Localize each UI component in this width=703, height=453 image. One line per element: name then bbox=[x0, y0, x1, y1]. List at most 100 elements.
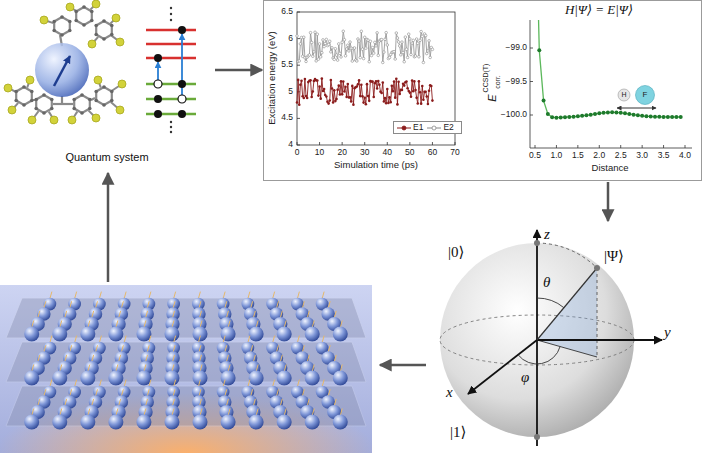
spin bbox=[44, 345, 46, 352]
spin bbox=[280, 355, 282, 362]
curve-marker bbox=[670, 115, 674, 119]
series-marker bbox=[405, 48, 408, 51]
curve-marker bbox=[619, 111, 623, 115]
carbon-atom bbox=[90, 10, 94, 14]
spin bbox=[173, 389, 175, 396]
spin bbox=[173, 355, 175, 362]
series-marker bbox=[398, 93, 401, 96]
spin bbox=[96, 389, 98, 396]
excitation-arrow bbox=[157, 62, 159, 80]
series-marker bbox=[397, 81, 400, 84]
tick-label: 20 bbox=[337, 148, 346, 157]
series-marker bbox=[341, 93, 344, 96]
curve-group bbox=[533, 20, 683, 120]
series-marker bbox=[334, 47, 337, 50]
series-marker bbox=[302, 97, 305, 100]
spin bbox=[312, 321, 314, 328]
spin bbox=[248, 292, 250, 299]
tick-label: −99.0 bbox=[505, 43, 527, 52]
spin bbox=[50, 336, 52, 343]
aromatic-ring bbox=[96, 21, 112, 39]
spin bbox=[116, 365, 118, 372]
angle-label: θ bbox=[543, 274, 550, 291]
series-marker bbox=[370, 54, 373, 57]
series-marker bbox=[428, 40, 431, 43]
tick bbox=[620, 145, 621, 148]
projection-line bbox=[537, 340, 597, 357]
axis-superscript: CCSD(T) bbox=[482, 64, 490, 93]
series-marker bbox=[431, 48, 434, 51]
carbon-atom bbox=[110, 33, 114, 37]
spin bbox=[307, 311, 309, 318]
series-marker bbox=[394, 96, 397, 99]
series-marker bbox=[404, 36, 407, 39]
aromatic-ring bbox=[36, 95, 52, 113]
series-marker bbox=[400, 54, 403, 57]
series-marker bbox=[322, 39, 325, 42]
aromatic-ring bbox=[16, 87, 32, 105]
carbon-atom bbox=[30, 90, 34, 94]
spin bbox=[172, 365, 174, 372]
halogen-atom bbox=[116, 38, 124, 46]
carbon-atom bbox=[102, 37, 106, 41]
series-marker bbox=[402, 51, 405, 54]
series-marker bbox=[302, 36, 305, 39]
spin bbox=[273, 380, 275, 387]
spin bbox=[307, 355, 309, 362]
bond bbox=[91, 98, 95, 100]
series-marker bbox=[343, 38, 346, 41]
spin bbox=[38, 355, 40, 362]
spin bbox=[297, 292, 299, 299]
series-marker bbox=[414, 89, 417, 92]
series-marker bbox=[363, 36, 366, 39]
series-marker bbox=[356, 60, 359, 63]
tick-label: −100.0 bbox=[501, 110, 527, 119]
series-marker bbox=[387, 102, 390, 105]
qubit bbox=[24, 415, 39, 430]
spin bbox=[65, 311, 67, 318]
series-marker bbox=[396, 37, 399, 40]
spin bbox=[121, 389, 123, 396]
series-marker bbox=[384, 38, 387, 41]
series-marker bbox=[356, 85, 359, 88]
series-marker bbox=[321, 51, 324, 54]
projection-drop bbox=[597, 268, 598, 357]
curve-marker bbox=[597, 111, 601, 115]
qubit bbox=[108, 415, 123, 430]
series-marker bbox=[411, 79, 414, 82]
spin bbox=[199, 355, 201, 362]
spin bbox=[147, 301, 149, 308]
spin bbox=[96, 345, 98, 352]
spin bbox=[144, 409, 146, 416]
series-marker bbox=[339, 93, 342, 96]
series-marker bbox=[418, 55, 421, 58]
series-marker bbox=[430, 85, 433, 88]
carbon-atom bbox=[14, 99, 18, 103]
spin bbox=[70, 301, 72, 308]
series-marker bbox=[345, 48, 348, 51]
halogen-atom bbox=[26, 76, 34, 84]
carbon-atom bbox=[52, 20, 56, 24]
legend-text: E2 bbox=[443, 122, 453, 132]
curve-marker bbox=[546, 112, 550, 116]
axis-name: x bbox=[446, 384, 453, 401]
series-marker bbox=[305, 60, 308, 63]
series-marker bbox=[312, 90, 315, 93]
qubit bbox=[136, 415, 151, 430]
series-marker bbox=[299, 83, 302, 86]
spin bbox=[199, 301, 201, 308]
series-marker bbox=[348, 50, 351, 53]
carbon-atom bbox=[14, 90, 18, 94]
qubit bbox=[305, 415, 320, 430]
qubit bbox=[24, 371, 39, 386]
series-marker bbox=[361, 95, 364, 98]
qubit bbox=[221, 327, 236, 342]
qubit bbox=[193, 371, 208, 386]
tick bbox=[577, 145, 578, 148]
series-marker bbox=[367, 95, 370, 98]
qubit bbox=[24, 327, 39, 342]
series-marker bbox=[414, 55, 417, 58]
spin bbox=[228, 321, 230, 328]
spin bbox=[256, 321, 258, 328]
spin bbox=[256, 409, 258, 416]
